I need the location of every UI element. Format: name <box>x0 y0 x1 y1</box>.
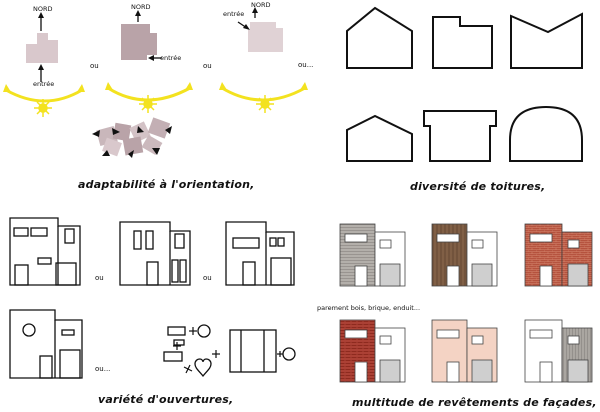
plus-signs <box>173 327 283 374</box>
or-label: ou <box>95 274 104 282</box>
sun-icon <box>139 95 157 113</box>
elevation-1 <box>9 217 81 286</box>
facade-render <box>431 319 498 383</box>
entrance-label: entrée <box>33 80 55 88</box>
house-footprint <box>248 22 283 52</box>
orientation-caption: adaptabilité à l'orientation, <box>78 178 255 191</box>
roof-curved <box>509 105 583 162</box>
north-label: NORD <box>131 3 151 11</box>
sun-icon <box>256 95 274 113</box>
roof-stepped <box>432 16 493 69</box>
openings-caption: variété d'ouvertures, <box>98 393 234 406</box>
house-plan-3 <box>237 7 283 52</box>
roof-asymmetric <box>346 114 413 162</box>
house-cluster <box>92 117 172 158</box>
house-plan-2 <box>121 10 162 61</box>
house-footprint <box>121 24 157 60</box>
facade-cladding <box>339 223 406 287</box>
entrance-label: entrée <box>223 10 245 18</box>
roof-flat-overhang <box>423 110 497 162</box>
openings-panel <box>9 217 296 379</box>
elevation-2 <box>119 221 191 286</box>
facades-panel <box>339 223 593 383</box>
entrance-label: entrée <box>160 54 182 62</box>
heart-window-icon <box>194 358 212 378</box>
elevation-3 <box>225 221 295 286</box>
facade-wood <box>431 223 498 287</box>
north-arrow-head-icon <box>38 12 44 18</box>
facade-brick <box>524 223 593 287</box>
facade-materials-label: parement bois, brique, enduit... <box>317 304 421 312</box>
house-plan-1 <box>26 12 58 82</box>
sun-icon <box>34 99 52 117</box>
opening-elements <box>163 324 296 378</box>
entrance-arrow-head-icon <box>38 64 44 70</box>
or-etc-label: ou... <box>95 365 111 373</box>
roof-butterfly <box>510 12 583 69</box>
entrance-arrows <box>92 126 172 158</box>
north-label: NORD <box>33 5 53 13</box>
sun-arrowheads <box>3 82 308 92</box>
north-arrow-head-icon <box>135 10 141 16</box>
elevation-4 <box>9 309 83 379</box>
or-etc-label: ou... <box>298 61 314 69</box>
roof-gable <box>346 6 413 69</box>
facade-dark-brick <box>339 319 406 383</box>
facade-vertical-cladding <box>524 319 593 383</box>
or-label: ou <box>203 62 212 70</box>
roofs-panel <box>346 6 583 162</box>
house-footprint <box>26 33 58 63</box>
roofs-caption: diversité de toitures, <box>410 180 546 193</box>
or-label: ou <box>90 62 99 70</box>
orientation-panel <box>3 7 308 158</box>
facades-caption: multitude de revêtements de façades, <box>352 396 597 409</box>
or-label: ou <box>203 274 212 282</box>
north-arrow-head-icon <box>252 7 258 13</box>
north-label: NORD <box>251 1 271 9</box>
entrance-arrow-head-icon <box>243 24 250 30</box>
entrance-arrow-head-icon <box>148 55 154 61</box>
